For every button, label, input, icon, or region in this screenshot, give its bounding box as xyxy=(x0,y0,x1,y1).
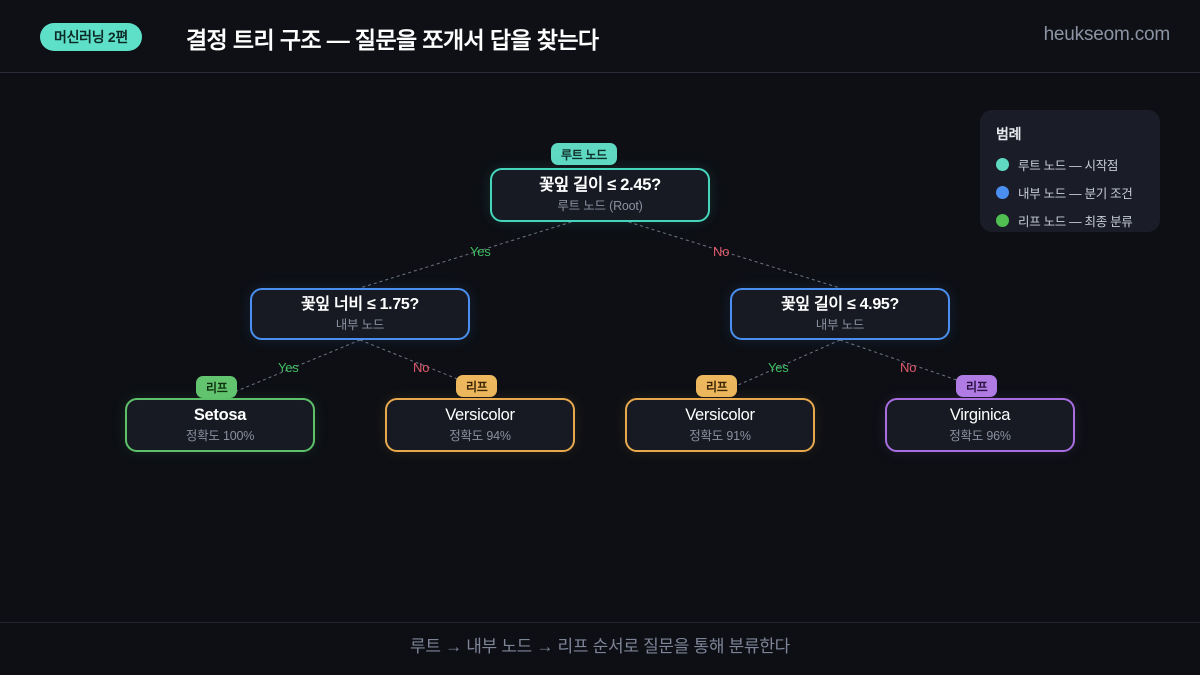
legend-dot-internal-icon xyxy=(996,186,1009,199)
slide-header: 머신러닝 2편 결정 트리 구조 — 질문을 쪼개서 답을 찾는다 heukse… xyxy=(0,0,1200,73)
node-leaf-virginica-label: Virginica xyxy=(949,406,1011,425)
edge-label-root-no: No xyxy=(713,244,730,259)
node-leaf-versicolor-94[interactable]: Versicolor 정확도 94% xyxy=(385,398,575,452)
node-leaf-setosa-label: Setosa xyxy=(193,406,247,425)
node-root[interactable]: 꽃잎 길이 ≤ 2.45? 루트 노드 (Root) xyxy=(490,168,710,222)
legend-item-root: 루트 노드 — 시작점 xyxy=(996,155,1144,174)
legend-item-internal: 내부 노드 — 분기 조건 xyxy=(996,183,1144,202)
legend-item-leaf: 리프 노드 — 최종 분류 xyxy=(996,211,1144,230)
tree-edges xyxy=(219,212,981,399)
node-internal-left[interactable]: 꽃잎 너비 ≤ 1.75? 내부 노드 xyxy=(250,288,470,340)
node-leaf-setosa-sub: 정확도 100% xyxy=(185,428,255,443)
node-leaf-versicolor-94-label: Versicolor xyxy=(445,406,515,425)
edge-label-n2-yes: Yes xyxy=(768,360,789,375)
edge-label-root-yes: Yes xyxy=(470,244,491,259)
legend-title: 범례 xyxy=(996,126,1022,142)
node-leaf-virginica-sub: 정확도 96% xyxy=(949,428,1011,443)
badge-leaf-setosa: 리프 xyxy=(196,376,238,398)
badge-root: 루트 노드 xyxy=(551,143,617,165)
node-internal-right-sub: 내부 노드 xyxy=(815,317,865,332)
node-internal-left-sub: 내부 노드 xyxy=(335,317,385,332)
node-leaf-versicolor-91-label: Versicolor xyxy=(685,406,755,425)
badge-leaf-versicolor-91: 리프 xyxy=(696,375,738,397)
badge-leaf-versicolor-94: 리프 xyxy=(456,375,498,397)
node-root-label: 꽃잎 길이 ≤ 2.45? xyxy=(539,176,661,195)
footer-divider xyxy=(0,622,1200,623)
legend-panel: 범례 루트 노드 — 시작점 내부 노드 — 분기 조건 리프 노드 — 최종 … xyxy=(980,110,1160,232)
node-leaf-versicolor-91-sub: 정확도 91% xyxy=(689,428,751,443)
node-leaf-versicolor-94-sub: 정확도 94% xyxy=(449,428,511,443)
legend-item-leaf-label: 리프 노드 — 최종 분류 xyxy=(1018,215,1133,229)
edge-label-n1-yes: Yes xyxy=(278,360,299,375)
node-internal-left-label: 꽃잎 너비 ≤ 1.75? xyxy=(300,296,419,314)
legend-dot-leaf-icon xyxy=(996,214,1009,227)
node-leaf-versicolor-91[interactable]: Versicolor 정확도 91% xyxy=(625,398,815,452)
page-title: 결정 트리 구조 — 질문을 쪼개서 답을 찾는다 xyxy=(186,27,599,53)
legend-dot-root-icon xyxy=(996,158,1009,171)
node-root-sub: 루트 노드 (Root) xyxy=(557,198,643,213)
node-internal-right[interactable]: 꽃잎 길이 ≤ 4.95? 내부 노드 xyxy=(730,288,950,340)
site-watermark: heukseom.com xyxy=(1043,24,1171,45)
badge-leaf-virginica: 리프 xyxy=(956,375,998,397)
footer-caption: 루트 → 내부 노드 → 리프 순서로 질문을 통해 분류한다 xyxy=(409,637,790,656)
legend-item-internal-label: 내부 노드 — 분기 조건 xyxy=(1018,187,1133,201)
node-leaf-virginica[interactable]: Virginica 정확도 96% xyxy=(885,398,1075,452)
series-chip: 머신러닝 2편 xyxy=(40,23,142,51)
legend-item-root-label: 루트 노드 — 시작점 xyxy=(1018,159,1119,173)
node-internal-right-label: 꽃잎 길이 ≤ 4.95? xyxy=(780,296,899,314)
edge-label-n1-no: No xyxy=(413,360,430,375)
edge-label-n2-no: No xyxy=(900,360,917,375)
decision-tree-area: 루트 노드 꽃잎 길이 ≤ 2.45? 루트 노드 (Root) Yes No … xyxy=(0,73,1200,622)
node-leaf-setosa[interactable]: Setosa 정확도 100% xyxy=(125,398,315,452)
